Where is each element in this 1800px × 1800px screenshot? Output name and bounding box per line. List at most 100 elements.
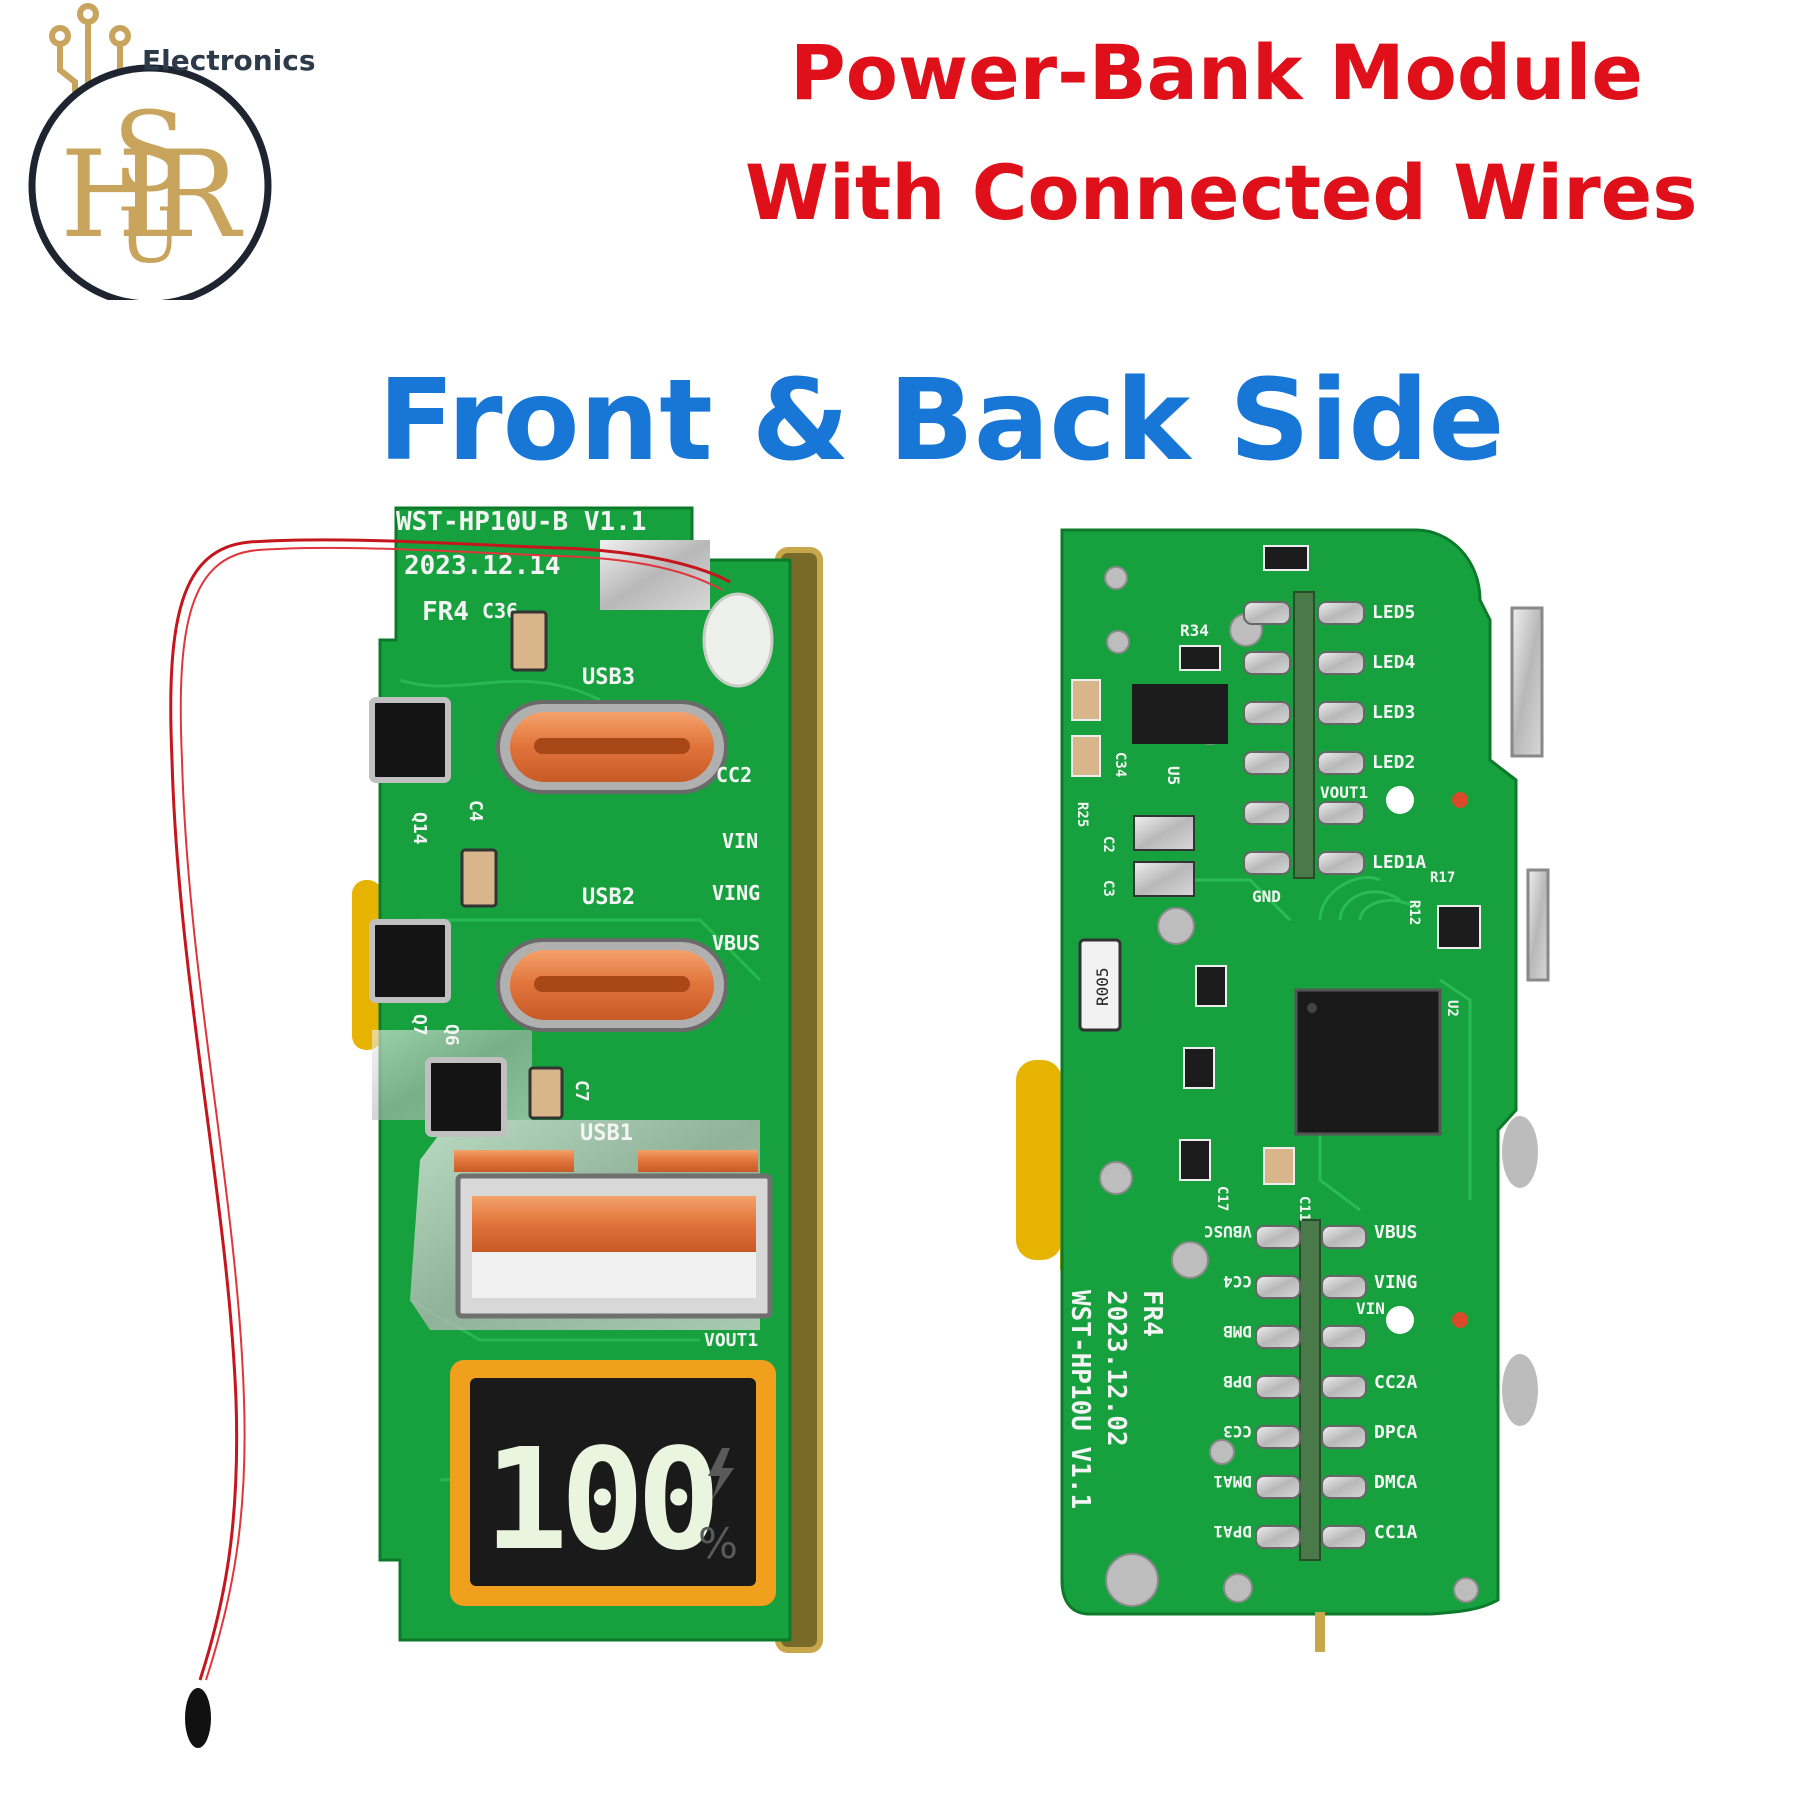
label-vout1-front: VOUT1 [704,1330,758,1351]
page-title-line2: With Connected Wires [745,148,1698,237]
monogram-icon: H S R U [60,88,244,280]
label-cc3: CC3 [1223,1422,1252,1441]
label-led2: LED2 [1372,752,1415,773]
display-percent: % [698,1519,738,1568]
charging-bolt-icon [708,1448,734,1500]
label-vbus-back: VBUS [1374,1222,1417,1243]
label-r25: R25 [1074,802,1090,827]
svg-text:S: S [112,88,187,216]
svg-text:U: U [118,191,182,280]
label-c7: C7 [571,1080,592,1102]
label-cc1a: CC1A [1374,1522,1418,1543]
usb-a-tab [638,1150,758,1172]
transistor [1183,1047,1215,1089]
label-vin: VIN [722,829,758,853]
pin-header-bottom [1299,1219,1321,1561]
label-usb2: USB2 [582,885,635,910]
label-c17: C17 [1214,1186,1230,1211]
capacitor [1071,679,1101,721]
front-model-label: WST-HP10U-B V1.1 [396,507,646,537]
label-c34: C34 [1112,752,1128,777]
pin-stub [1315,1612,1325,1652]
front-date-label: 2023.12.14 [404,551,561,581]
usb-c-slot [534,738,690,754]
label-dpb: DPB [1223,1372,1252,1391]
label-q6: Q6 [441,1024,462,1046]
label-c11: C11 [1296,1196,1312,1221]
capacitor [1071,735,1101,777]
back-pcb [1060,528,1518,1616]
label-u5: U5 [1164,766,1183,785]
side-connector [1526,868,1550,982]
front-fr4-label: FR4 [422,597,469,627]
label-led3: LED3 [1372,702,1415,723]
label-led1a: LED1A [1372,852,1426,873]
capacitor-c3 [1133,861,1195,897]
label-vbus: VBUS [712,931,760,955]
transistor [1179,1139,1211,1181]
pin1-marker-icon [1307,1003,1317,1013]
board-hole [1386,786,1414,814]
label-vout1-back: VOUT1 [1320,783,1368,802]
label-c3: C3 [1100,880,1116,897]
label-dpa1: DPA1 [1213,1522,1252,1541]
label-usb1: USB1 [580,1121,633,1146]
header-solder-joints [1243,601,1365,875]
resistor-r34 [1179,645,1221,671]
thermistor-wire [179,546,723,1681]
board-hole [1452,792,1468,808]
label-ving-back: VING [1374,1272,1417,1293]
thermistor-probe [185,1688,211,1748]
ic-u5 [1132,684,1228,744]
main-controller-ic [1294,988,1442,1136]
usb-a-tab [454,1150,574,1172]
pin-header-top [1293,591,1315,879]
label-r005: R005 [1093,967,1112,1006]
resistor-r6 [1263,545,1309,571]
display-digits: 100 [484,1419,713,1582]
label-gnd: GND [1252,887,1281,906]
back-fr4-label: FR4 [1137,1290,1167,1337]
logo-ring [28,64,272,300]
front-board: WST-HP10U-B V1.1 2023.12.14 FR4 C36 Q14 … [169,506,823,1748]
label-q14: Q14 [409,812,430,845]
label-usb3: USB3 [582,665,635,690]
page-subtitle: Front & Back Side [378,356,1505,486]
battery-edge [1016,1060,1062,1260]
page-title-line1: Power-Bank Module [790,28,1643,117]
label-vbusc: VBUSC [1204,1222,1252,1241]
board-hole [1452,1312,1468,1328]
usb-a-tongue [472,1196,756,1252]
label-q7: Q7 [409,1014,430,1036]
capacitor-c7 [528,1066,564,1120]
svg-text:H: H [60,126,165,265]
label-r12: R12 [1406,900,1422,925]
glue-blob [702,592,774,688]
resistor-r12 [1437,905,1481,949]
thermistor-wire [169,538,731,1681]
solder-pad [600,540,710,610]
back-date-label: 2023.12.02 [1101,1290,1131,1447]
label-dmb: DMB [1223,1322,1252,1341]
usb-c-slot [534,976,690,992]
label-dmca: DMCA [1374,1472,1418,1493]
label-led4: LED4 [1372,652,1416,673]
mosfet-q6 [425,1057,507,1137]
label-led5: LED5 [1372,602,1415,623]
label-r34: R34 [1180,621,1209,640]
shunt-resistor-r005 [1078,938,1122,1032]
capacitor-c2 [1133,815,1195,851]
label-cc2a: CC2A [1374,1372,1418,1393]
label-r17: R17 [1430,870,1455,886]
side-connector [1502,1116,1538,1188]
board-hole [1386,1306,1414,1334]
capacitor-c11 [1263,1147,1295,1185]
header-solder-joints [1255,1225,1367,1549]
usb-a-cavity [472,1252,756,1298]
brand-wordmark: Electronics [142,44,316,77]
label-cc4: CC4 [1223,1272,1252,1291]
side-connector [1510,606,1544,758]
label-ving: VING [712,881,760,905]
label-vin-back: VIN [1356,1299,1385,1318]
